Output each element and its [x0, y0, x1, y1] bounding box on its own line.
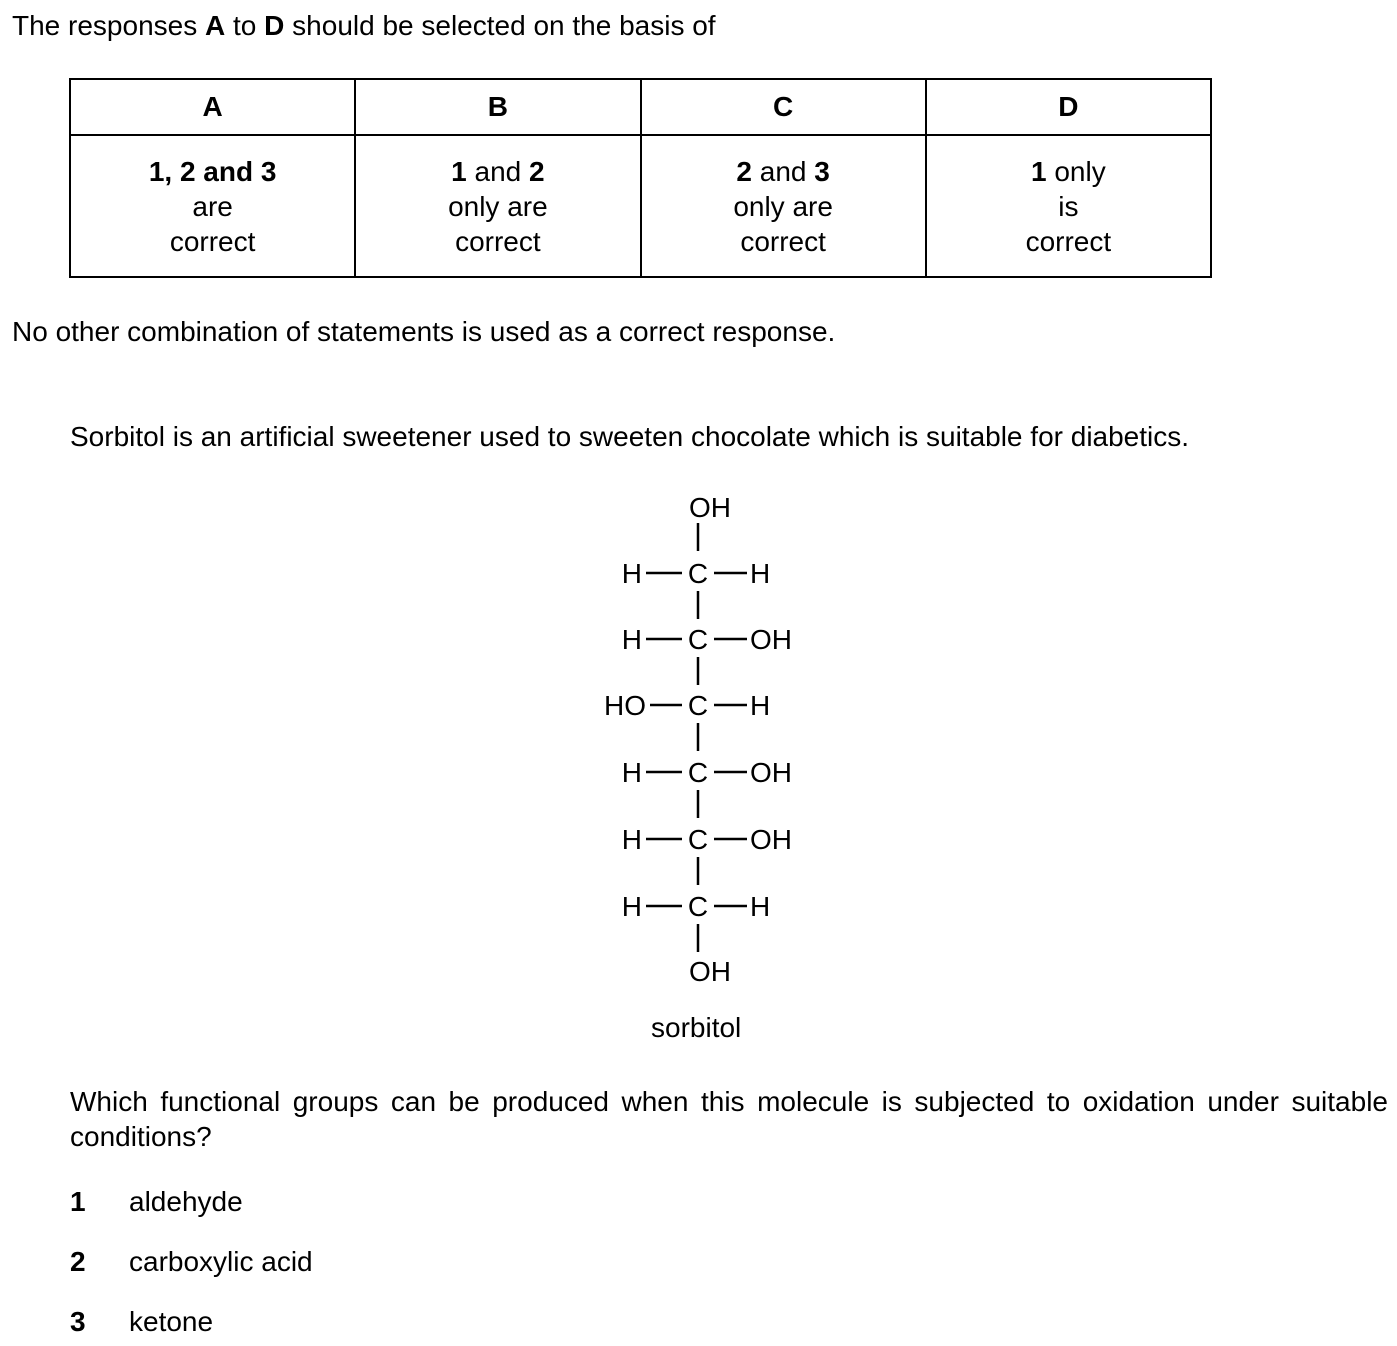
- row5-left: H: [622, 824, 642, 855]
- instructions-line: The responses A to D should be selected …: [12, 8, 716, 44]
- option-2-number: 2: [70, 1246, 86, 1277]
- bottom-oh-group: OH: [689, 956, 731, 985]
- key-header-c: C: [639, 78, 927, 136]
- row6-carbon: C: [688, 891, 708, 922]
- option-3: 3 ketone: [70, 1304, 213, 1340]
- carbon-row-2: H C OH: [622, 624, 792, 685]
- carbon-row-4: H C OH: [622, 757, 792, 818]
- question-text: Which functional groups can be produced …: [70, 1086, 1388, 1152]
- key-cell-a-line3: correct: [169, 225, 256, 257]
- row2-right: OH: [750, 624, 792, 655]
- carbon-row-5: H C OH: [622, 824, 792, 885]
- option-3-text: ketone: [129, 1306, 214, 1337]
- key-header-b: B: [354, 78, 642, 136]
- row4-carbon: C: [688, 757, 708, 788]
- row4-right: OH: [750, 757, 792, 788]
- row1-right: H: [750, 558, 770, 589]
- intro-letter-d: D: [264, 10, 285, 41]
- row4-left: H: [622, 757, 642, 788]
- intro-letter-a: A: [205, 10, 226, 41]
- key-cell-d-line2: is: [1058, 190, 1079, 222]
- option-3-number: 3: [70, 1306, 86, 1337]
- option-2: 2 carboxylic acid: [70, 1244, 313, 1280]
- option-1: 1 aldehyde: [70, 1184, 243, 1220]
- key-cell-a-line1: 1, 2 and 3: [148, 155, 277, 187]
- molecule-caption: sorbitol: [651, 1012, 742, 1043]
- row1-carbon: C: [688, 558, 708, 589]
- key-cell-c-line1: 2 and 3: [736, 155, 830, 187]
- key-cell-c-line3: correct: [740, 225, 826, 257]
- sorbitol-structure: OH H C H H C OH HO C H H C OH H C OH: [604, 492, 792, 985]
- row5-right: OH: [750, 824, 792, 855]
- row2-left: H: [622, 624, 642, 655]
- intro-middle: to: [225, 10, 265, 41]
- key-cell-a-line2: are: [192, 190, 233, 222]
- key-cell-b-line1: 1 and 2: [451, 155, 545, 187]
- key-cell-b-line3: correct: [455, 225, 541, 257]
- row2-carbon: C: [688, 624, 708, 655]
- row3-right: H: [750, 690, 770, 721]
- key-cell-d-line3: correct: [1025, 225, 1112, 257]
- key-cell-d-line1: 1 only: [1031, 155, 1106, 187]
- top-oh-group: OH: [689, 492, 731, 523]
- row5-carbon: C: [688, 824, 708, 855]
- carbon-row-1: H C H: [622, 558, 770, 619]
- carbon-row-3: HO C H: [604, 690, 770, 751]
- question-stem: Sorbitol is an artificial sweetener used…: [70, 421, 1190, 452]
- option-1-text: aldehyde: [129, 1186, 243, 1217]
- option-1-number: 1: [70, 1186, 86, 1217]
- carbon-row-6: H C H: [622, 891, 770, 952]
- key-header-d: D: [924, 78, 1213, 136]
- row3-left: HO: [604, 690, 646, 721]
- option-2-text: carboxylic acid: [129, 1246, 313, 1277]
- row3-carbon: C: [688, 690, 708, 721]
- key-header-a: A: [68, 78, 357, 136]
- row1-left: H: [622, 558, 642, 589]
- intro-suffix: should be selected on the basis of: [284, 10, 716, 41]
- key-header-row: A B C D: [68, 78, 1213, 136]
- key-cell-c-line2: only are: [733, 190, 833, 222]
- key-cell-b-line2: only are: [448, 190, 548, 222]
- intro-prefix: The responses: [12, 10, 205, 41]
- row6-left: H: [622, 891, 642, 922]
- combination-note: No other combination of statements is us…: [12, 316, 836, 347]
- row6-right: H: [750, 891, 770, 922]
